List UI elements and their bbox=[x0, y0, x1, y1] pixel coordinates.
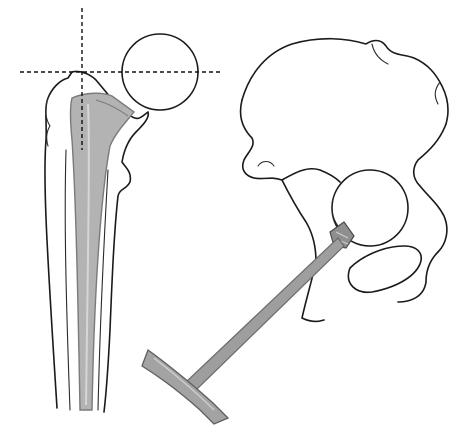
femur-group bbox=[20, 8, 222, 412]
ischial-outline bbox=[398, 252, 438, 302]
femur-inner-cortex-left bbox=[65, 150, 70, 410]
femoral-stem-implant bbox=[71, 93, 135, 410]
anterior-spine-detail bbox=[258, 162, 274, 167]
obturator-foramen bbox=[348, 246, 421, 292]
iliac-crest-outline bbox=[242, 39, 448, 124]
anterior-wall-outline bbox=[282, 180, 316, 262]
supra-acetabular-line bbox=[282, 169, 340, 182]
anterior-iliac-border bbox=[240, 100, 282, 180]
reamer-shaft bbox=[186, 238, 344, 390]
pelvis-group bbox=[142, 39, 448, 424]
iliac-crest-detail bbox=[372, 44, 440, 104]
posterior-iliac-border bbox=[414, 124, 447, 252]
